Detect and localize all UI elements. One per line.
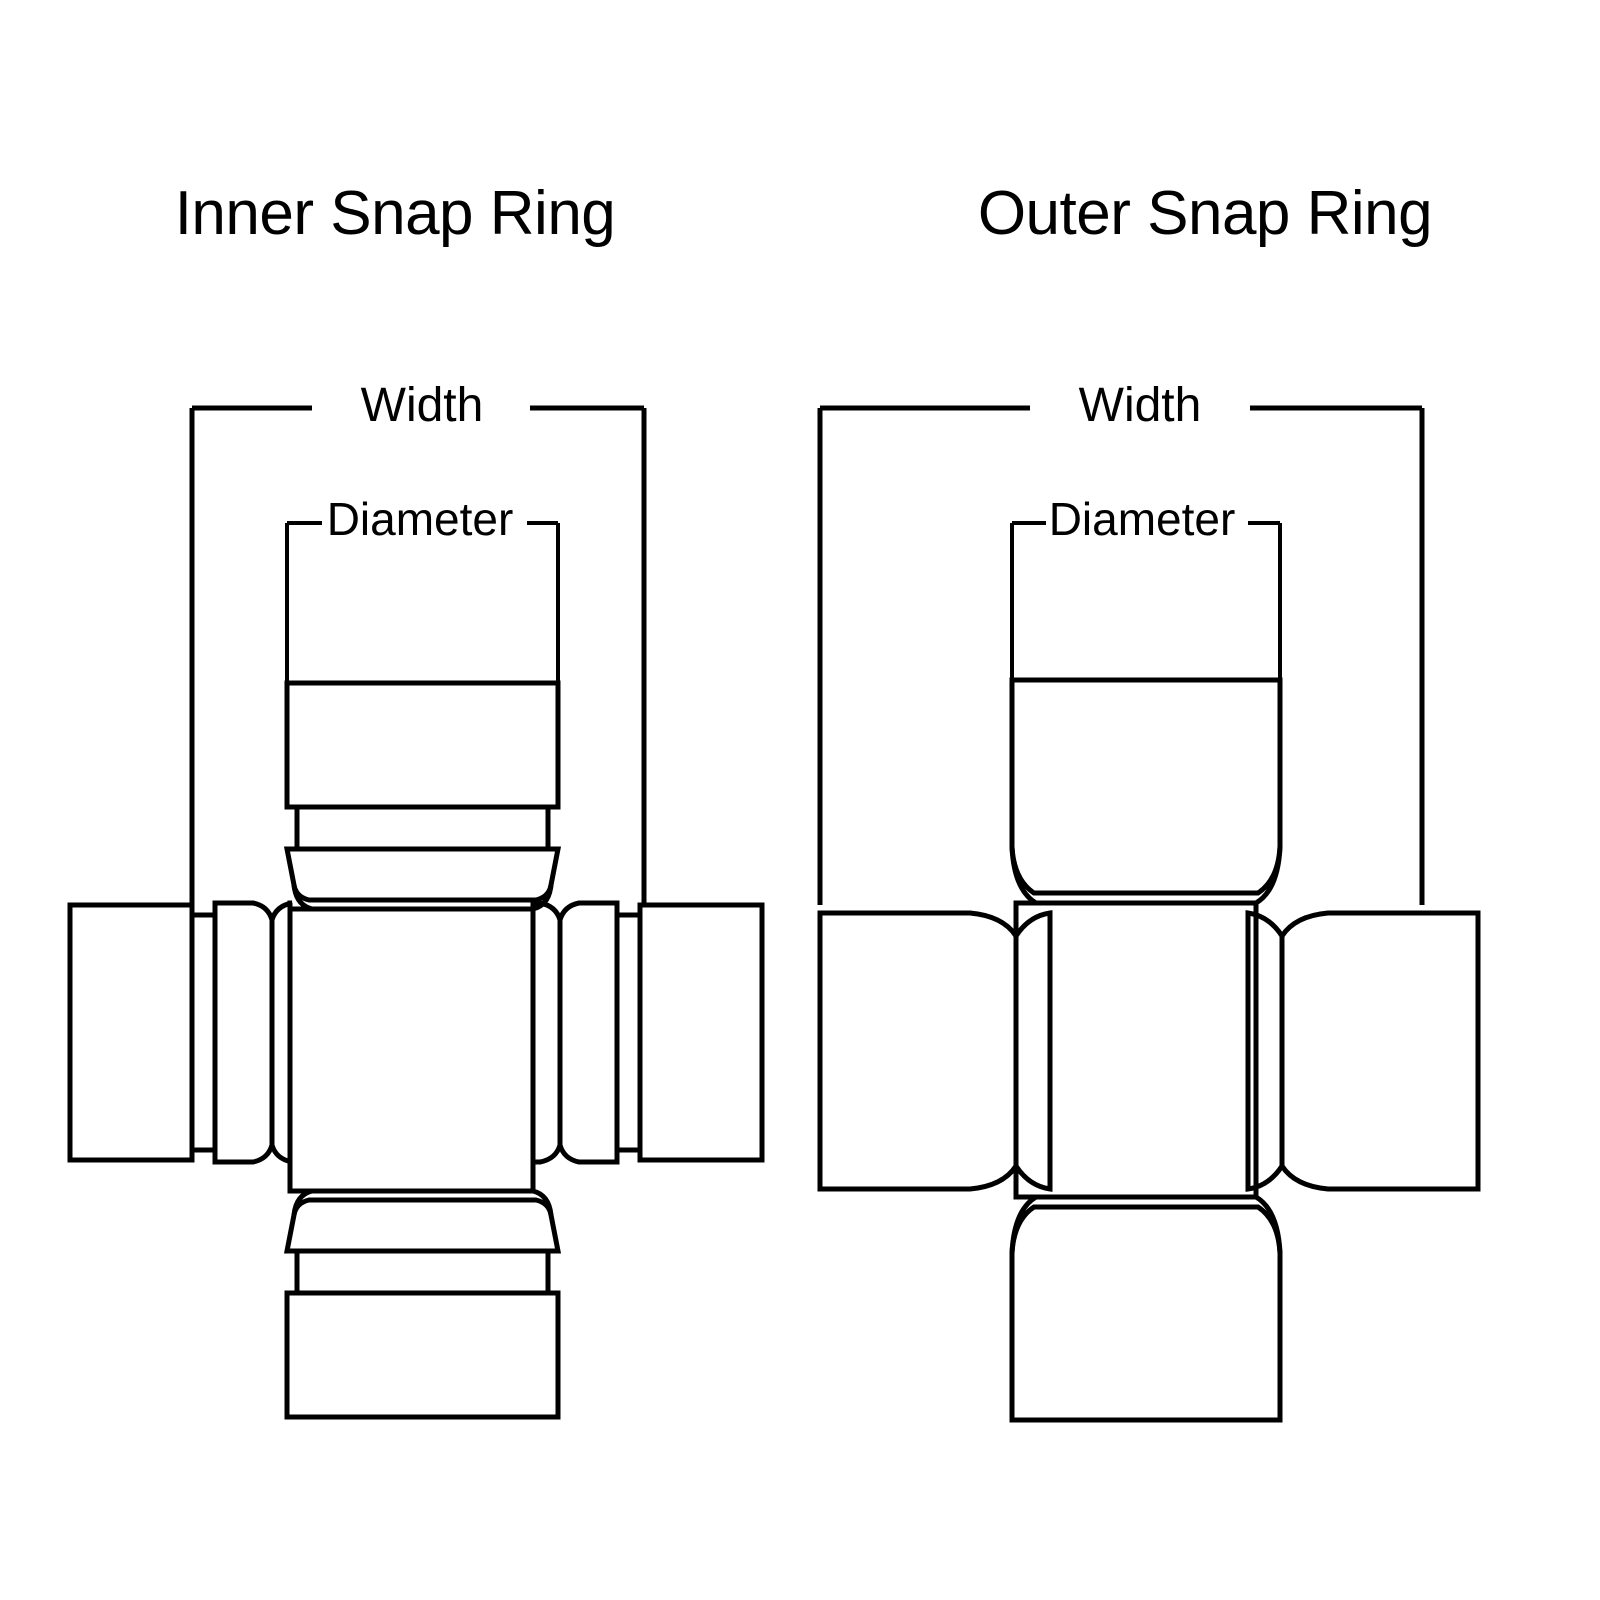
bottom-bearing-cap-inner [283, 1188, 562, 1420]
diagram-title-outer-snap-ring: Outer Snap Ring [977, 179, 1433, 248]
bottom-bearing-cap-outer [1009, 1194, 1283, 1423]
diameter-dimension-leader-right [1010, 521, 1282, 680]
left-bearing-cap-outer [817, 910, 1053, 1192]
right-bearing-cap-outer [1245, 910, 1481, 1192]
center-body-inner [287, 906, 536, 1194]
outer-snap-ring-drawing [817, 405, 1481, 1423]
width-dimension-leader-left [189, 405, 647, 905]
diameter-dimension-label-right: Diameter [1012, 492, 1272, 546]
diagram-title-inner-snap-ring: Inner Snap Ring [174, 179, 616, 248]
inner-snap-ring-drawing [67, 405, 765, 1420]
width-dimension-label-left: Width [312, 378, 532, 433]
width-dimension-label-right: Width [1030, 378, 1250, 433]
width-dimension-leader-right [817, 405, 1425, 905]
right-bearing-cap-inner [530, 900, 765, 1165]
top-bearing-cap-inner [283, 680, 562, 912]
top-bearing-cap-outer [1009, 677, 1283, 906]
diameter-dimension-label-left: Diameter [290, 492, 550, 546]
diameter-dimension-leader-left [285, 521, 560, 683]
left-bearing-cap-inner [67, 900, 293, 1165]
